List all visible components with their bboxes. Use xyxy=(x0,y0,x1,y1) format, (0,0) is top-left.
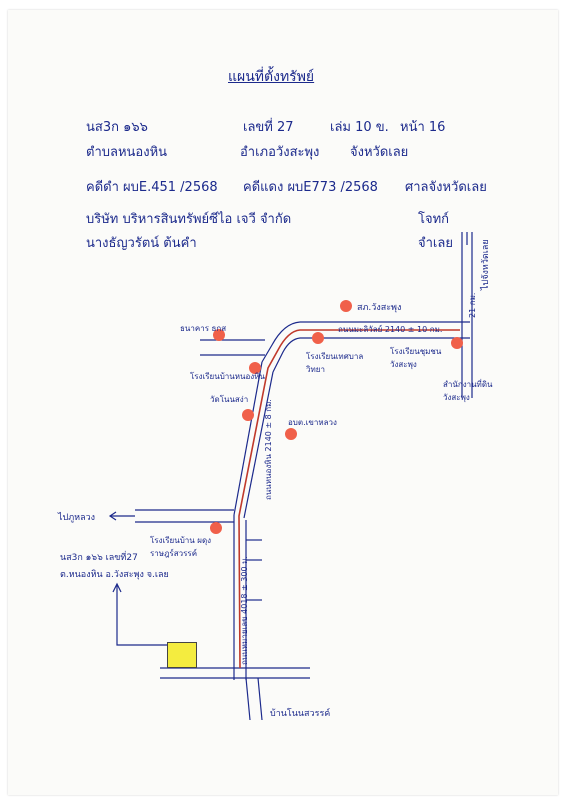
black-case: คดีดำ ผบE.451 /2568 xyxy=(86,180,218,195)
landmark-marker xyxy=(213,329,225,341)
plaintiff-role: โจทก์ xyxy=(418,212,450,227)
road-label-main: ถนนมะลิวัลย์ 2140 ± 10 กม. xyxy=(338,325,443,334)
property-plot xyxy=(167,642,197,668)
road-label-4018: ถนนหมายเลข 4018 ± 300 ม. xyxy=(240,556,249,665)
land-number: เลขที่ 27 xyxy=(243,120,294,135)
district: อำเภอวังสะพุง xyxy=(240,145,320,160)
landmark-marker xyxy=(340,300,352,312)
plot-note-line1: นส3ก ๑๖๖ เลขที่27 xyxy=(60,553,138,563)
page-number: หน้า 16 xyxy=(400,120,446,135)
plot-note-line2: ต.หนองหิน อ.วังสะพุง จ.เลย xyxy=(60,570,169,580)
landmark-temple: วัดโนนสง่า xyxy=(210,395,249,404)
landmark-land-office: สำนักงานที่ดิน วังสะพุง xyxy=(443,380,493,402)
landmark-bank: ธนาคาร ธกส xyxy=(180,324,227,333)
landmark-community-school: โรงเรียนชุมชน วังสะพุง xyxy=(390,347,442,369)
landmark-marker xyxy=(210,522,222,534)
landmark-marker xyxy=(242,409,254,421)
road-label-curve: ถนนหนองหิน 2140 ± 8 กม. xyxy=(264,399,273,500)
landmark-nonghin-school: โรงเรียนบ้านหนองหิน xyxy=(190,372,265,381)
to-loei-distance: 21 กม. xyxy=(468,292,477,318)
landmark-police-station: สภ.วังสะพุง xyxy=(357,303,402,313)
landmark-marker xyxy=(249,362,261,374)
plaintiff: บริษัท บริหารสินทรัพย์ซีไอ เจวี จำกัด xyxy=(86,212,292,227)
bottom-village-label: บ้านโนนสวรรค์ xyxy=(270,709,331,719)
defendant: นางธัญวรัตน์ ต้นคำ xyxy=(86,236,197,251)
landmark-village-school: โรงเรียนบ้าน ผดุงราษฎร์สวรรค์ xyxy=(150,536,212,558)
court: ศาลจังหวัดเลย xyxy=(405,180,487,195)
subdistrict: ตำบลหนองหิน xyxy=(86,145,168,160)
deed-number: นส3ก ๑๖๖ xyxy=(86,120,148,135)
landmark-tao-office: อบต.เขาหลวง xyxy=(288,418,337,427)
landmark-marker xyxy=(451,337,463,349)
to-loei-label: ไปจังหวัดเลย xyxy=(481,239,491,290)
red-case: คดีแดง ผบE773 /2568 xyxy=(243,180,378,195)
document-page xyxy=(8,10,558,795)
book-number: เล่ม 10 ข. xyxy=(330,120,389,135)
province: จังหวัดเลย xyxy=(350,145,409,160)
landmark-marker xyxy=(285,428,297,440)
landmark-marker xyxy=(312,332,324,344)
page-title: แผนที่ตั้งทรัพย์ xyxy=(228,69,315,85)
defendant-role: จำเลย xyxy=(418,236,453,251)
landmark-municipal-school: โรงเรียนเทศบาลวิทยา xyxy=(306,352,364,374)
to-phu-luang-label: ไปภูหลวง xyxy=(58,513,96,523)
